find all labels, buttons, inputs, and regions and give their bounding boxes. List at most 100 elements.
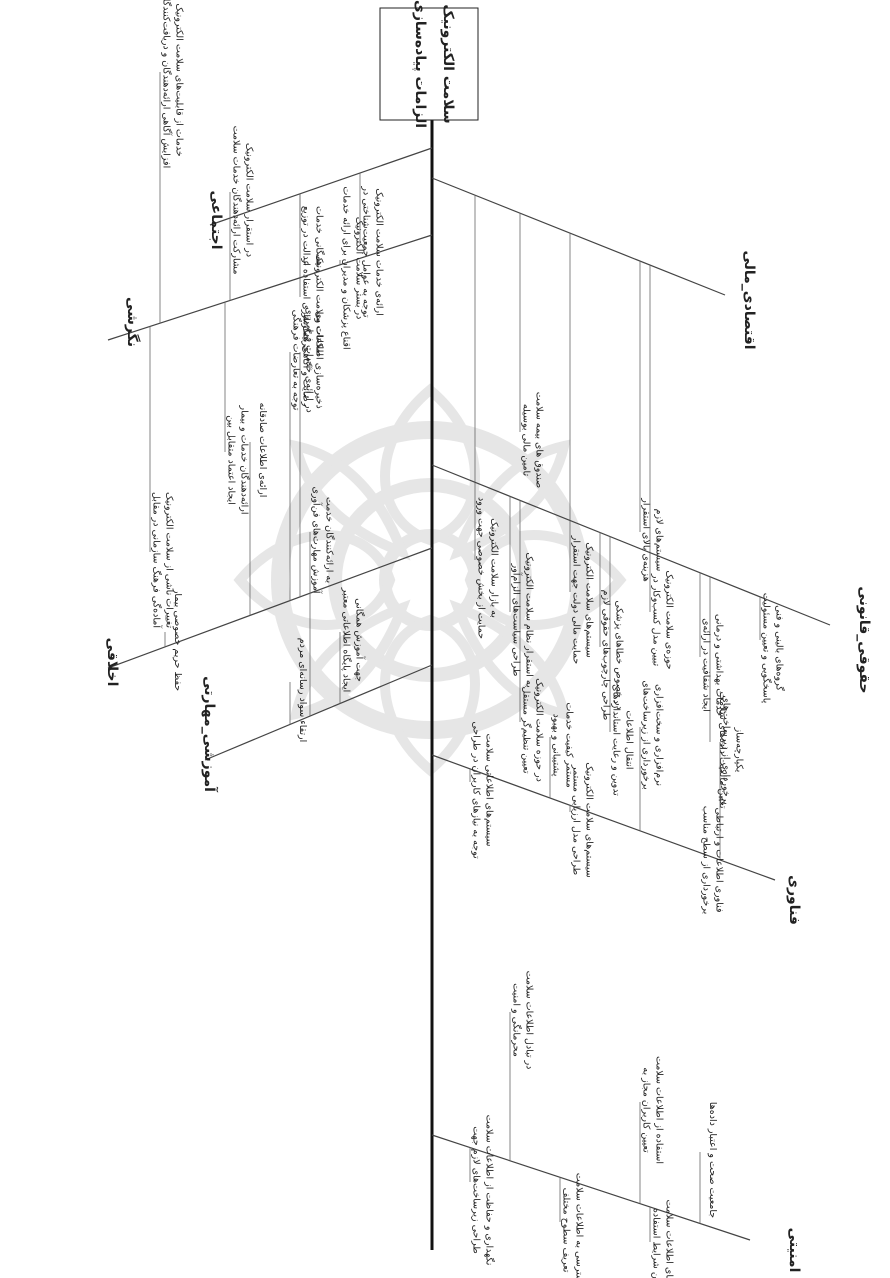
category-label-eghtesadi: اقتصادی_مالی bbox=[741, 250, 757, 349]
cause-text: سیستم‌های اطلاعاتی سلامت bbox=[484, 734, 495, 847]
cause-text: تعیین شرایط استفاده bbox=[651, 1208, 662, 1278]
cause-text: در استقرار سلامت الکترونیک bbox=[244, 143, 255, 257]
category-label-akhlaghi: اخلاقی bbox=[104, 638, 120, 687]
cause-text: مستمر کیفیت خدمات bbox=[564, 702, 575, 787]
category-bone-amoozeshi bbox=[204, 664, 433, 761]
cause-text: برخورداری از زیرساخت‌های bbox=[721, 695, 732, 804]
cause-text: ایجاد پایگاه اطلاعاتی معتبر bbox=[341, 587, 353, 693]
cause-text: در خصوص خطاهای پزشکی bbox=[614, 600, 625, 709]
cause-text: به بازار سلامت الکترونیک bbox=[489, 518, 500, 618]
cause-text: صندوق های بیمه سلامت bbox=[534, 392, 545, 488]
category-negareshi: نگرشی افزایش آگاهی ارائه‌دهندگان و دریافت… bbox=[107, 0, 433, 628]
cause-text: ذخیره‌سازی اطلاعات وی bbox=[314, 311, 325, 409]
cause-text: در تبادل اطلاعات سلامت bbox=[524, 971, 535, 1070]
cause-text: امکانات سلامت الکترونیک bbox=[314, 254, 325, 356]
cause-text: جهت آموزش همگانی bbox=[354, 598, 367, 682]
cause-text: جامعیت صحت و اعتبار داده‌ها bbox=[707, 1102, 718, 1218]
cause-text: پشتیبانی و بهبود bbox=[551, 714, 562, 777]
category-bone-eghtesadi bbox=[431, 177, 726, 296]
cause-text: فناوری اطلاعات و ارتباطی bbox=[714, 807, 725, 912]
cause-text: آماده‌گی فرهنگ سازمانی در مقابل bbox=[151, 492, 164, 628]
category-label-negareshi: نگرشی bbox=[124, 297, 141, 347]
cause-text: خدمات از قابلیت‌های سلامت الکترونیک bbox=[174, 3, 185, 157]
head-line-2: سلامت الکترونیک bbox=[440, 4, 456, 123]
cause-text: حفظ حریم خصوصی بیمار bbox=[172, 588, 183, 691]
cause-text: به استقرار نظام سلامت الکترونیک bbox=[524, 552, 535, 687]
cause-text: تبیین مدل کسب‌وکار در bbox=[651, 573, 662, 667]
cause-text: ارائه‌دهندگان خدمات و بیمار bbox=[239, 404, 251, 514]
cause-text: تعیین کاربران مجاز به bbox=[641, 1067, 652, 1153]
cause-text: و افشای اطلاعات سلامت bbox=[664, 1199, 675, 1278]
cause-text: ارتقاء سواد رسانه‌ای مردم bbox=[297, 638, 308, 743]
category-bone-fanavari bbox=[431, 754, 776, 881]
cause-text: ارائه‌ی اطلاعات صادقانه bbox=[257, 403, 268, 498]
cause-text: اقناع پزشکان و مدیران برای ارائه خدمات bbox=[341, 186, 352, 349]
cause-text: تغییرات ناشی از سلامت الکترونیک bbox=[164, 492, 175, 628]
cause-text: مشارکت ارائه‌دهندگان خدمات سلامت bbox=[231, 126, 243, 275]
cause-text: رضایت و آگاهی بیمار از bbox=[301, 313, 314, 407]
cause-text: به ارائه‌کنندگان خدمت bbox=[324, 497, 336, 583]
cause-text: عدالت در توزیع bbox=[301, 206, 312, 266]
cause-text: افزایش آگاهی ارائه‌دهندگان و دریافت‌کنند… bbox=[161, 0, 174, 168]
cause-text: همگانی خدمات bbox=[314, 206, 326, 266]
cause-text: برخورداری از زیرساخت‌های bbox=[641, 680, 652, 789]
category-label-amoozeshi: آموزشی_مهارتی bbox=[201, 676, 219, 793]
category-bone-akhlaghi bbox=[107, 547, 433, 669]
cause-text: توجه به تعارضات فرهنگی bbox=[291, 310, 303, 411]
cause-text: طراحی چارچوب‌های حقوقی لازم bbox=[601, 590, 612, 721]
cause-text: در ارائه‌ی خدمات فرامرزی bbox=[304, 307, 315, 412]
cause-text: توجه به نیازهای کاربران در طراحی bbox=[471, 721, 482, 859]
category-bone-negareshi bbox=[107, 234, 433, 341]
cause-text: نرم‌افزاری و سخت‌افزاری bbox=[654, 684, 665, 786]
cause-text: تعیین تنظیم‌گر مستقل bbox=[521, 687, 533, 774]
category-label-ejtemai: اجتماعی bbox=[208, 191, 224, 250]
cause-text: تعیین مالکیت داده‌های سلامت bbox=[717, 691, 728, 808]
cause-text: گروه‌های بالینی و فنی bbox=[774, 605, 786, 691]
watermark-emblem bbox=[233, 383, 627, 777]
category-akhlaghi: اخلاقی ارائه‌ی اطلاعات صادقانه توجه به تعا… bbox=[104, 307, 433, 691]
category-bone-amniati bbox=[431, 1134, 751, 1241]
cause-text: خدمات بهداشتی و درمانی bbox=[714, 614, 725, 716]
cause-text: هزینه‌ی بالای استقرار bbox=[641, 497, 652, 581]
cause-text: دسترسی به اطلاعات سلامت bbox=[574, 1173, 585, 1278]
cause-text: سیستم‌های سلامت الکترونیک bbox=[584, 762, 595, 877]
cause-text: پاسخگویی و تعیین مسئولیت bbox=[761, 593, 773, 704]
cause-text: یکپارچه‌ساز bbox=[734, 727, 745, 773]
head-box: الزامات پیاده‌سازی سلامت الکترونیک bbox=[379, 0, 479, 128]
category-label-amniati: امنیتی bbox=[786, 1228, 802, 1273]
cause-text: تعریف سطوح مختلف bbox=[561, 1188, 572, 1273]
cause-text: طراحی سیاست‌های الزام‌آور bbox=[511, 563, 524, 677]
cause-text: برخورداری از سطح مناسب bbox=[701, 806, 712, 914]
cause-text: حوزه‌ی سلامت الکترونیک bbox=[664, 570, 675, 669]
cause-text: آموزش مهارت‌های فن‌آوری bbox=[311, 486, 324, 593]
cause-text: ایجاد شفافیت در ارائه‌ی bbox=[701, 618, 712, 712]
cause-text: حمایت مالی دولت جهت استقرار bbox=[571, 535, 582, 665]
category-label-hoghoghi: حقوقی_قانونی bbox=[856, 586, 872, 693]
cause-text: توجه به عوامل جمعیت‌شناختی در bbox=[361, 185, 372, 318]
cause-text: در بستر سلامت الکترونیک bbox=[354, 217, 365, 320]
cause-text: حمایت از بخش خصوصی جهت ورود bbox=[476, 497, 487, 639]
cause-text: نگهداری و حفاظت از اطلاعات سلامت bbox=[484, 1115, 496, 1266]
cause-text: سیستم‌های لازم bbox=[654, 509, 665, 572]
category-bone-hoghoghi bbox=[431, 464, 831, 626]
cause-text: استفاده از اطلاعات سلامت bbox=[654, 1056, 665, 1164]
category-bone-ejtemai bbox=[209, 147, 433, 226]
cause-text: فرهنگ‌سازی استفاده از bbox=[301, 258, 313, 352]
cause-text: در حوزه سلامت الکترونیک bbox=[534, 678, 545, 782]
cause-text: سیستم‌های سلامت الکترونیک bbox=[584, 542, 595, 657]
cause-text: انتقال اطلاعات bbox=[624, 710, 635, 769]
cause-text: طراحی مدل ارزیابی مستمر bbox=[571, 764, 582, 875]
cause-text: طراحی زیرساخت‌های لازم جهت bbox=[471, 1126, 482, 1254]
category-label-fanavari: فناوری bbox=[786, 875, 802, 925]
cause-text: تامین مالی بوسیله bbox=[521, 404, 532, 477]
cause-text: تدوین و رعایت استانداردهای bbox=[611, 684, 622, 796]
cause-text: محرمانگی و امنیت bbox=[511, 983, 523, 1057]
cause-text: ایجاد اعتماد متقابل بین bbox=[226, 415, 237, 505]
